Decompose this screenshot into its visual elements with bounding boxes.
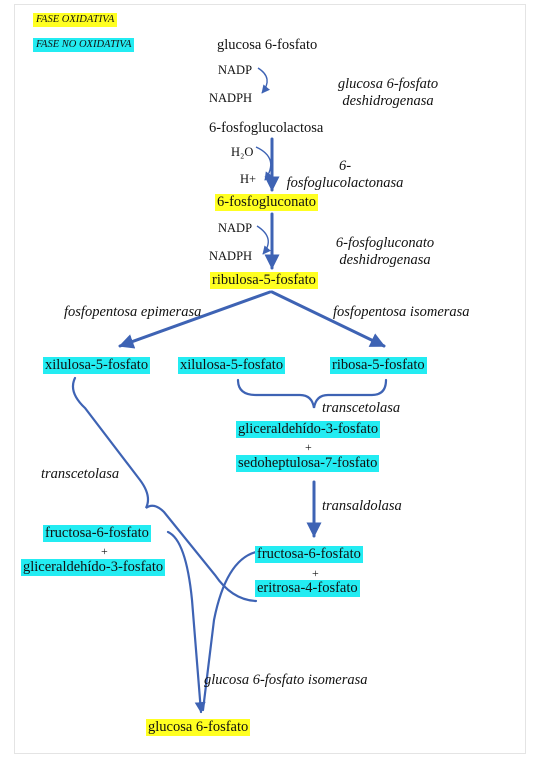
cofactor-curve-3: [256, 225, 272, 255]
plus-2: +: [101, 544, 108, 558]
node-sedoheptulose-7-phosphate: sedoheptulosa-7-fosfato: [236, 455, 380, 472]
node-xylulose-left: xilulosa-5-fosfato: [43, 357, 151, 374]
arrow-to-ribose: [270, 290, 386, 348]
legend-oxidative: FASE OXIDATIVA: [33, 13, 118, 27]
cofactor-nadph-1: NADPH: [209, 91, 253, 105]
node-ribose-5-phosphate: ribosa-5-fosfato: [330, 357, 427, 374]
node-glyceraldehyde-3-phosphate-2: gliceraldehído-3-fosfato: [21, 559, 166, 576]
enzyme-isomerase: fosfopentosa isomerasa: [333, 304, 470, 320]
node-glucose-6-phosphate-final: glucosa 6-fosfato: [146, 719, 251, 736]
cofactor-curve-1: [257, 67, 271, 94]
legend-non-oxidative: FASE NO OXIDATIVA: [33, 38, 135, 52]
figure-frame: [14, 4, 526, 754]
enzyme-transketolase-1: transcetolasa: [322, 400, 401, 416]
arrow-to-xylulose-left: [118, 290, 272, 349]
node-ribulose-5-phosphate: ribulosa-5-fosfato: [210, 272, 318, 289]
cofactor-proton: H+: [240, 172, 257, 186]
cofactor-curve-2: [255, 146, 273, 181]
transketolase-brace-1: [236, 378, 388, 409]
plus-3: +: [312, 566, 319, 580]
enzyme-transaldolase: transaldolasa: [322, 498, 402, 514]
node-6-phosphogluconate: 6-fosfogluconato: [215, 194, 319, 211]
node-glyceraldehyde-3-phosphate-1: gliceraldehído-3-fosfato: [236, 421, 381, 438]
enzyme-g6p-isomerase: glucosa 6-fosfato isomerasa: [204, 672, 368, 688]
node-fructose-6-phosphate-left: fructosa-6-fosfato: [43, 525, 151, 542]
cofactor-nadph-2: NADPH: [209, 249, 253, 263]
enzyme-lactonase: 6-fosfoglucolactonasa: [286, 158, 404, 191]
curve-f6p-right-to-g6p: [201, 550, 258, 712]
cofactor-water: H₂O: [231, 145, 254, 159]
node-fructose-6-phosphate-right: fructosa-6-fosfato: [255, 546, 363, 563]
node-erythrose-4-phosphate: eritrosa-4-fosfato: [255, 580, 360, 597]
curve-f6p-left-to-g6p: [166, 530, 206, 714]
cofactor-nadp-2: NADP: [218, 221, 253, 235]
node-glucose-6-phosphate: glucosa 6-fosfato: [217, 37, 318, 53]
cofactor-nadp-1: NADP: [218, 63, 253, 77]
node-phosphogluconolactone: 6-fosfoglucolactosa: [209, 120, 324, 136]
plus-1: +: [305, 440, 312, 454]
enzyme-epimerase: fosfopentosa epimerasa: [64, 304, 202, 320]
enzyme-transketolase-2: transcetolasa: [41, 466, 120, 482]
node-xylulose-middle: xilulosa-5-fosfato: [178, 357, 286, 374]
